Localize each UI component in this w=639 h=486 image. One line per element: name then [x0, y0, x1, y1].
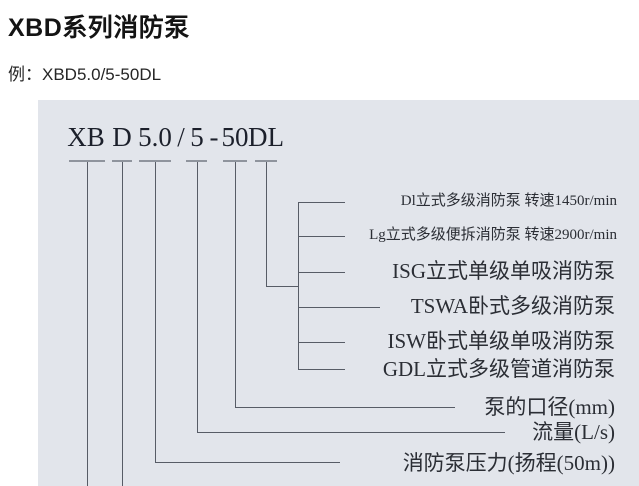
- label-flow: 流量(L/s): [532, 420, 615, 444]
- pump-type-bracket: [298, 202, 299, 370]
- label-pump-type-tswa: TSWA卧式多级消防泵: [410, 294, 615, 318]
- underline-50: [223, 160, 247, 162]
- leader-line-5-0: [155, 162, 156, 463]
- leader-line-dl: [266, 162, 267, 287]
- label-pump-type-dl: Dl立式多级消防泵 转速1450r/min: [400, 193, 617, 209]
- nomenclature-diagram-panel: XB D 5.0 / 5 - 50 DL Dl立式多级消防泵 转速1450r/m…: [38, 100, 639, 486]
- leader-line-5: [197, 162, 198, 433]
- label-pressure: 消防泵压力(扬程(50m)): [402, 451, 615, 475]
- page-title: XBD系列消防泵: [8, 14, 190, 42]
- model-segment-5: 5: [190, 122, 204, 152]
- underline-xb: [69, 160, 105, 162]
- label-pump-type-lg: Lg立式多级便拆消防泵 转速2900r/min: [369, 227, 617, 243]
- branch-line-5: [298, 342, 345, 343]
- branch-line-6: [298, 369, 345, 370]
- leader-line-d: [122, 162, 123, 486]
- branch-line-4: [298, 307, 380, 308]
- dl-bracket-connector: [266, 286, 299, 287]
- branch-line-1: [298, 202, 345, 203]
- model-segment-50: 50: [221, 122, 249, 152]
- leader-line-pressure: [155, 462, 340, 463]
- label-diameter: 泵的口径(mm): [484, 395, 615, 419]
- leader-line-50: [235, 162, 236, 408]
- branch-line-3: [298, 272, 345, 273]
- underline-5: [186, 160, 207, 162]
- leader-line-xb: [87, 162, 88, 486]
- model-segment-slash: /: [177, 122, 185, 152]
- leader-line-flow: [197, 432, 505, 433]
- leader-line-diameter: [235, 407, 455, 408]
- underline-5-0: [139, 160, 171, 162]
- branch-line-2: [298, 236, 345, 237]
- model-segment-dash: -: [209, 122, 219, 152]
- model-segment-dl: DL: [248, 122, 284, 152]
- label-pump-type-isg: ISG立式单级单吸消防泵: [392, 259, 615, 283]
- model-example-text: 例：XBD5.0/5-50DL: [8, 65, 162, 84]
- underline-dl: [255, 160, 277, 162]
- model-segment-xb: XB: [67, 122, 105, 152]
- underline-d: [112, 160, 132, 162]
- label-pump-type-isw: ISW卧式单级单吸消防泵: [387, 329, 616, 353]
- model-segment-d: D: [112, 122, 132, 152]
- model-segment-5-0: 5.0: [138, 122, 172, 152]
- label-pump-type-gdl: GDL立式多级管道消防泵: [382, 357, 615, 381]
